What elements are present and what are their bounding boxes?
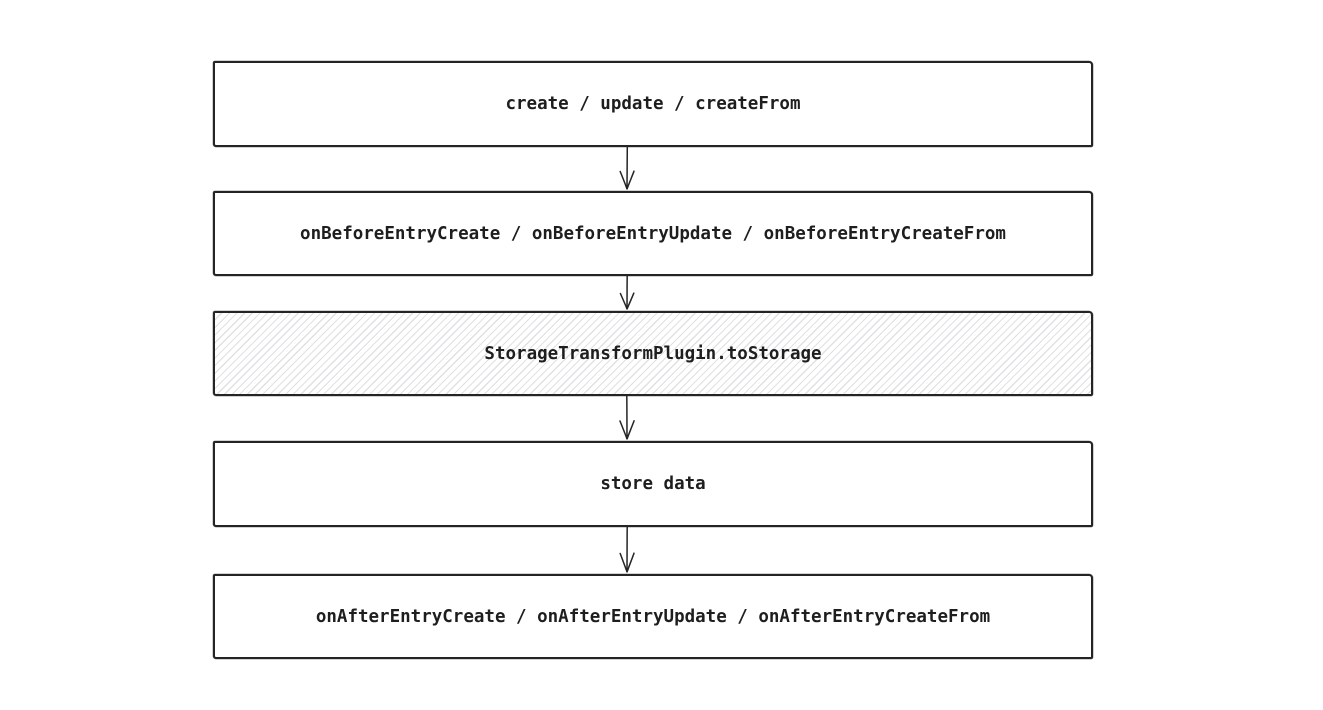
flow-node-operations: create / update / createFrom bbox=[213, 61, 1093, 147]
flow-node-storage-transform: StorageTransformPlugin.toStorage bbox=[213, 311, 1093, 396]
flow-node-before-hooks-label: onBeforeEntryCreate / onBeforeEntryUpdat… bbox=[300, 223, 1006, 244]
arrow-down-icon bbox=[610, 276, 644, 311]
flow-node-storage-transform-label: StorageTransformPlugin.toStorage bbox=[484, 343, 822, 364]
flow-node-operations-label: create / update / createFrom bbox=[505, 94, 801, 114]
flow-node-after-hooks-label: onAfterEntryCreate / onAfterEntryUpdate … bbox=[315, 606, 991, 627]
flow-node-before-hooks: onBeforeEntryCreate / onBeforeEntryUpdat… bbox=[213, 191, 1093, 276]
flow-node-store-data: store data bbox=[213, 441, 1093, 527]
flow-node-after-hooks: onAfterEntryCreate / onAfterEntryUpdate … bbox=[213, 574, 1093, 659]
flow-node-store-data-label: store data bbox=[600, 474, 706, 494]
arrow-down-icon bbox=[610, 527, 644, 574]
arrow-down-icon bbox=[610, 147, 644, 191]
arrow-down-icon bbox=[610, 396, 644, 441]
